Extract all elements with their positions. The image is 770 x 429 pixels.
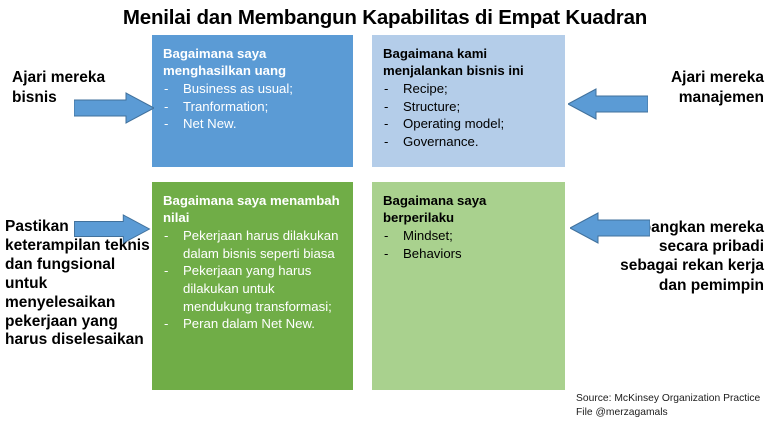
bullet-dash-icon: - xyxy=(384,116,389,132)
list-item-label: Peran dalam Net New. xyxy=(183,316,315,332)
list-item: -Mindset; xyxy=(383,227,555,245)
list-item-label: Business as usual; xyxy=(183,81,293,97)
quadrant-bottom-right: Bagaimana saya berperilaku -Mindset; -Be… xyxy=(372,182,565,390)
quadrant-bottom-right-heading: Bagaimana saya berperilaku xyxy=(383,193,487,226)
quadrant-top-left-list: -Business as usual; -Tranformation; -Net… xyxy=(163,80,343,133)
list-item: -Business as usual; xyxy=(163,80,343,98)
bullet-dash-icon: - xyxy=(164,263,169,279)
bullet-dash-icon: - xyxy=(164,316,169,332)
quadrant-bottom-left: Bagaimana saya menambah nilai -Pekerjaan… xyxy=(152,182,353,390)
source-footer: Source: McKinsey Organization Practice F… xyxy=(576,392,760,420)
callout-label-bottom-right: Kembangkan mereka secara pribadi sebagai… xyxy=(608,219,764,294)
source-line-1: Source: McKinsey Organization Practice xyxy=(576,393,761,404)
list-item: -Operating model; xyxy=(383,115,555,133)
quadrant-top-right-heading: Bagaimana kami menjalankan bisnis ini xyxy=(383,46,524,79)
bullet-dash-icon: - xyxy=(164,116,169,132)
list-item-label: Structure; xyxy=(403,98,461,114)
list-item-label: Net New. xyxy=(183,116,237,132)
quadrant-top-left: Bagaimana saya menghasilkan uang -Busine… xyxy=(152,35,353,167)
list-item: -Governance. xyxy=(383,133,555,151)
list-item-label: Recipe; xyxy=(403,81,448,97)
list-item: -Pekerjaan yang harus dilakukan untuk me… xyxy=(163,262,343,315)
page-title: Menilai dan Membangun Kapabilitas di Emp… xyxy=(122,6,648,29)
list-item-label: Behaviors xyxy=(403,245,462,261)
quadrant-bottom-left-list: -Pekerjaan harus dilakukan dalam bisnis … xyxy=(163,227,343,332)
list-item: -Peran dalam Net New. xyxy=(163,315,343,333)
source-line-2: File @merzagamals xyxy=(576,407,668,419)
quadrant-bottom-right-list: -Mindset; -Behaviors xyxy=(383,227,555,262)
list-item: -Recipe; xyxy=(383,80,555,98)
bullet-dash-icon: - xyxy=(384,245,389,261)
callout-label-top-left: Ajari mereka bisnis xyxy=(12,69,106,106)
list-item-label: Pekerjaan yang harus dilakukan untuk men… xyxy=(183,263,332,314)
bullet-dash-icon: - xyxy=(384,81,389,97)
list-item-label: Governance. xyxy=(403,133,479,149)
bullet-dash-icon: - xyxy=(164,98,169,114)
list-item-label: Mindset; xyxy=(403,228,453,244)
list-item-label: Pekerjaan harus dilakukan dalam bisnis s… xyxy=(183,228,339,261)
arrow-right-icon-top-left xyxy=(74,92,154,124)
bullet-dash-icon: - xyxy=(384,133,389,149)
callout-label-bottom-left: Pastikan keterampilan teknis dan fungsio… xyxy=(5,218,150,349)
arrow-left-icon-bottom-right xyxy=(570,212,650,244)
callout-label-top-right: Ajari mereka manajemen xyxy=(670,69,764,106)
bullet-dash-icon: - xyxy=(384,98,389,114)
quadrant-top-right-list: -Recipe; -Structure; -Operating model; -… xyxy=(383,80,555,150)
list-item-label: Operating model; xyxy=(403,116,505,132)
bullet-dash-icon: - xyxy=(164,228,169,244)
bullet-dash-icon: - xyxy=(164,81,169,97)
bullet-dash-icon: - xyxy=(384,228,389,244)
list-item-label: Tranformation; xyxy=(183,98,269,114)
list-item: -Tranformation; xyxy=(163,98,343,116)
arrow-left-icon-top-right xyxy=(568,88,648,120)
quadrant-top-right: Bagaimana kami menjalankan bisnis ini -R… xyxy=(372,35,565,167)
list-item: -Structure; xyxy=(383,98,555,116)
arrow-right-icon-bottom-left xyxy=(74,214,151,244)
list-item: -Pekerjaan harus dilakukan dalam bisnis … xyxy=(163,227,343,262)
list-item: -Net New. xyxy=(163,115,343,133)
quadrant-top-left-heading: Bagaimana saya menghasilkan uang xyxy=(163,46,287,79)
list-item: -Behaviors xyxy=(383,245,555,263)
quadrant-bottom-left-heading: Bagaimana saya menambah nilai xyxy=(163,193,340,226)
